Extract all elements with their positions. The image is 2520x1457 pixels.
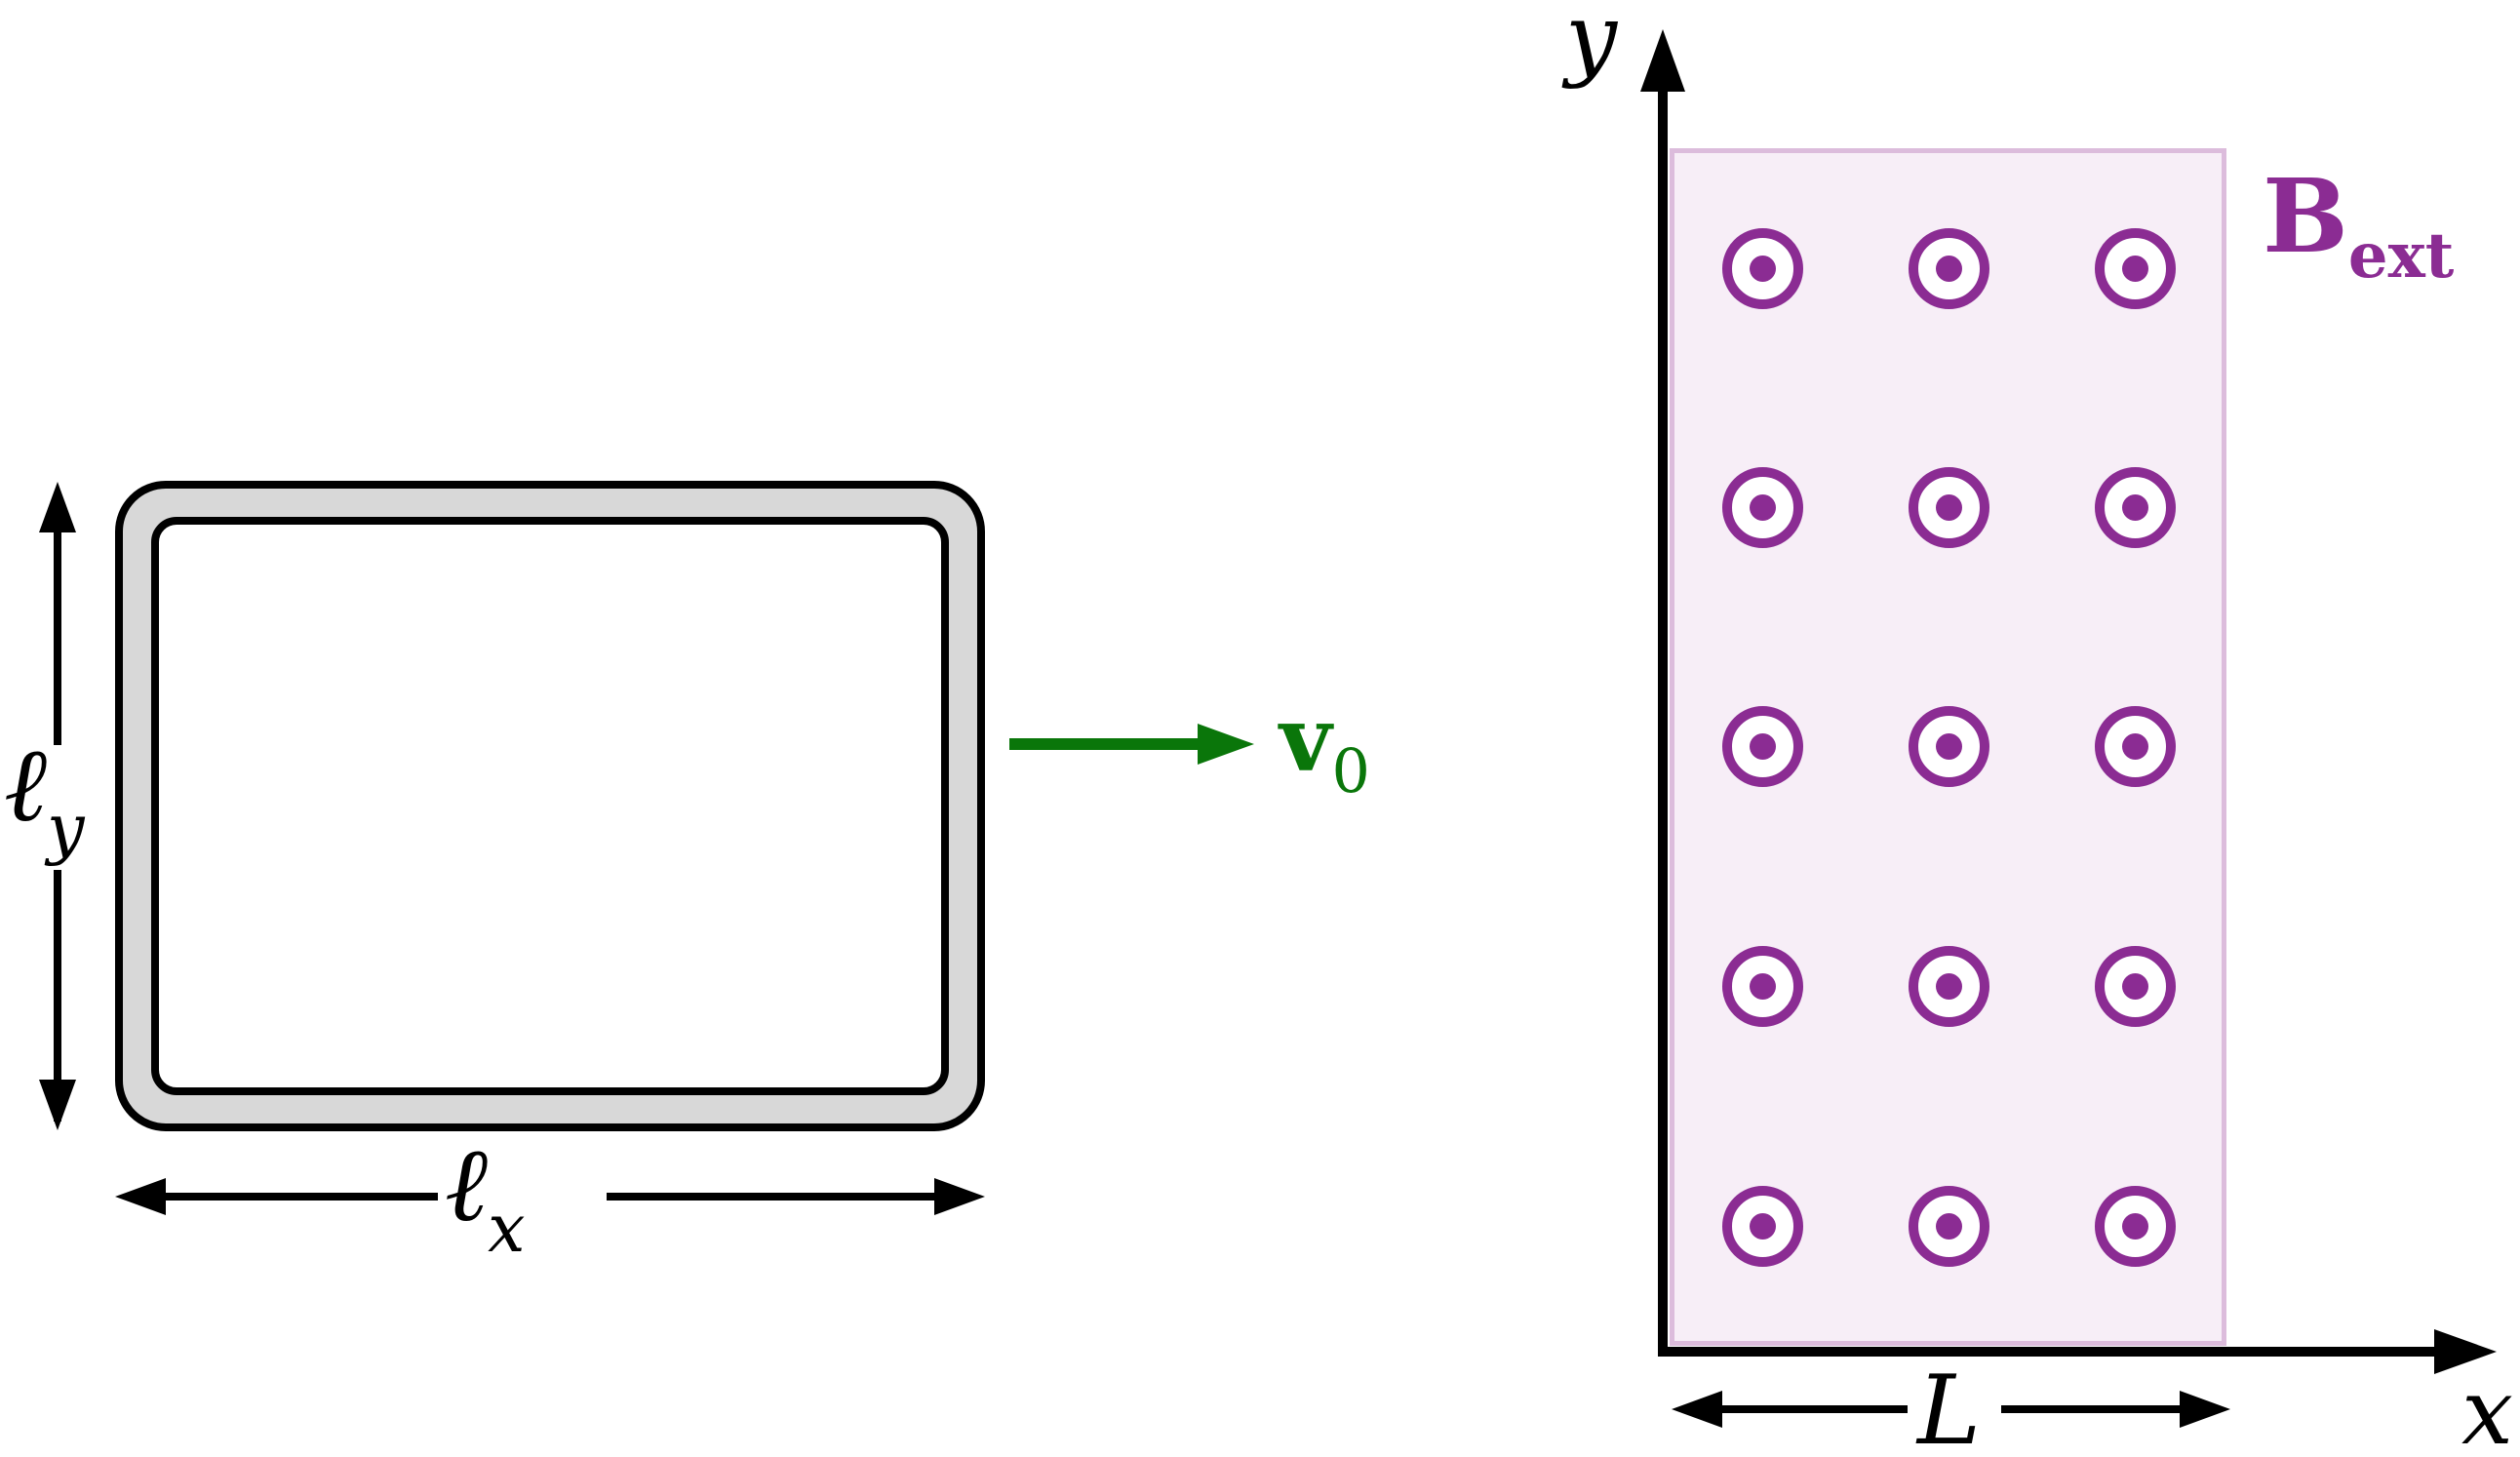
field-out-of-page-icon [2094,1185,2176,1267]
field-out-of-page-icon [1721,705,1803,787]
field-dot-core [2121,255,2148,282]
field-out-of-page-icon [2094,466,2176,548]
region-width-line-right [2001,1405,2212,1413]
field-dot-core [2121,1212,2148,1240]
region-width-line-left [1689,1405,1908,1413]
width-dimension-arrowhead-right-icon [934,1178,985,1215]
field-dot-core [1935,732,1962,760]
region-width-arrowhead-left-icon [1672,1391,1722,1428]
field-dot-core [1749,255,1776,282]
y-axis-arrowhead-icon [1640,29,1685,92]
height-dimension-line-lower [54,870,61,1122]
x-axis-label: x [2461,1359,2514,1457]
y-axis-label: y [1565,0,1618,91]
x-axis-arrowhead-icon [2434,1329,2497,1374]
field-dot-core [1749,972,1776,1000]
loop-height-label: ℓy [4,725,85,868]
loop-width-label: ℓx [445,1124,526,1268]
field-dot-core [2121,972,2148,1000]
width-dimension-arrowhead-left-icon [115,1178,166,1215]
field-out-of-page-icon [2094,945,2176,1027]
field-dot-core [1935,493,1962,521]
field-label: Bext [2263,156,2455,293]
region-width-arrowhead-right-icon [2180,1391,2230,1428]
region-width-label: L [1917,1356,1982,1457]
ell-symbol: ℓ [4,725,48,845]
field-out-of-page-icon [1908,227,1989,309]
velocity-arrow-shaft [1009,738,1204,750]
field-out-of-page-icon [1908,1185,1989,1267]
loop-inner-boundary [151,517,949,1095]
y-axis [1658,86,1668,1356]
width-dimension-line-left [130,1193,438,1201]
height-dimension-line-upper [54,493,61,745]
height-dimension-arrowhead-down-icon [39,1080,76,1130]
field-out-of-page-icon [1908,466,1989,548]
field-out-of-page-icon [2094,705,2176,787]
field-out-of-page-icon [1721,1185,1803,1267]
field-out-of-page-icon [1721,466,1803,548]
height-dimension-arrowhead-up-icon [39,482,76,532]
field-dot-core [1935,1212,1962,1240]
field-dot-core [1749,493,1776,521]
field-dot-core [1749,732,1776,760]
conducting-loop [115,481,985,1131]
field-dot-core [2121,493,2148,521]
field-out-of-page-icon [1721,945,1803,1027]
field-out-of-page-icon [1721,227,1803,309]
field-out-of-page-icon [1908,945,1989,1027]
field-dot-core [1749,1212,1776,1240]
velocity-label: v0 [1280,687,1370,807]
field-out-of-page-icon [2094,227,2176,309]
field-dot-core [2121,732,2148,760]
field-out-of-page-icon [1908,705,1989,787]
width-dimension-line-right [607,1193,965,1201]
field-dot-core [1935,972,1962,1000]
field-dot-core [1935,255,1962,282]
velocity-arrowhead-icon [1198,724,1254,765]
ell-symbol: ℓ [445,1124,489,1244]
x-axis [1658,1347,2438,1357]
